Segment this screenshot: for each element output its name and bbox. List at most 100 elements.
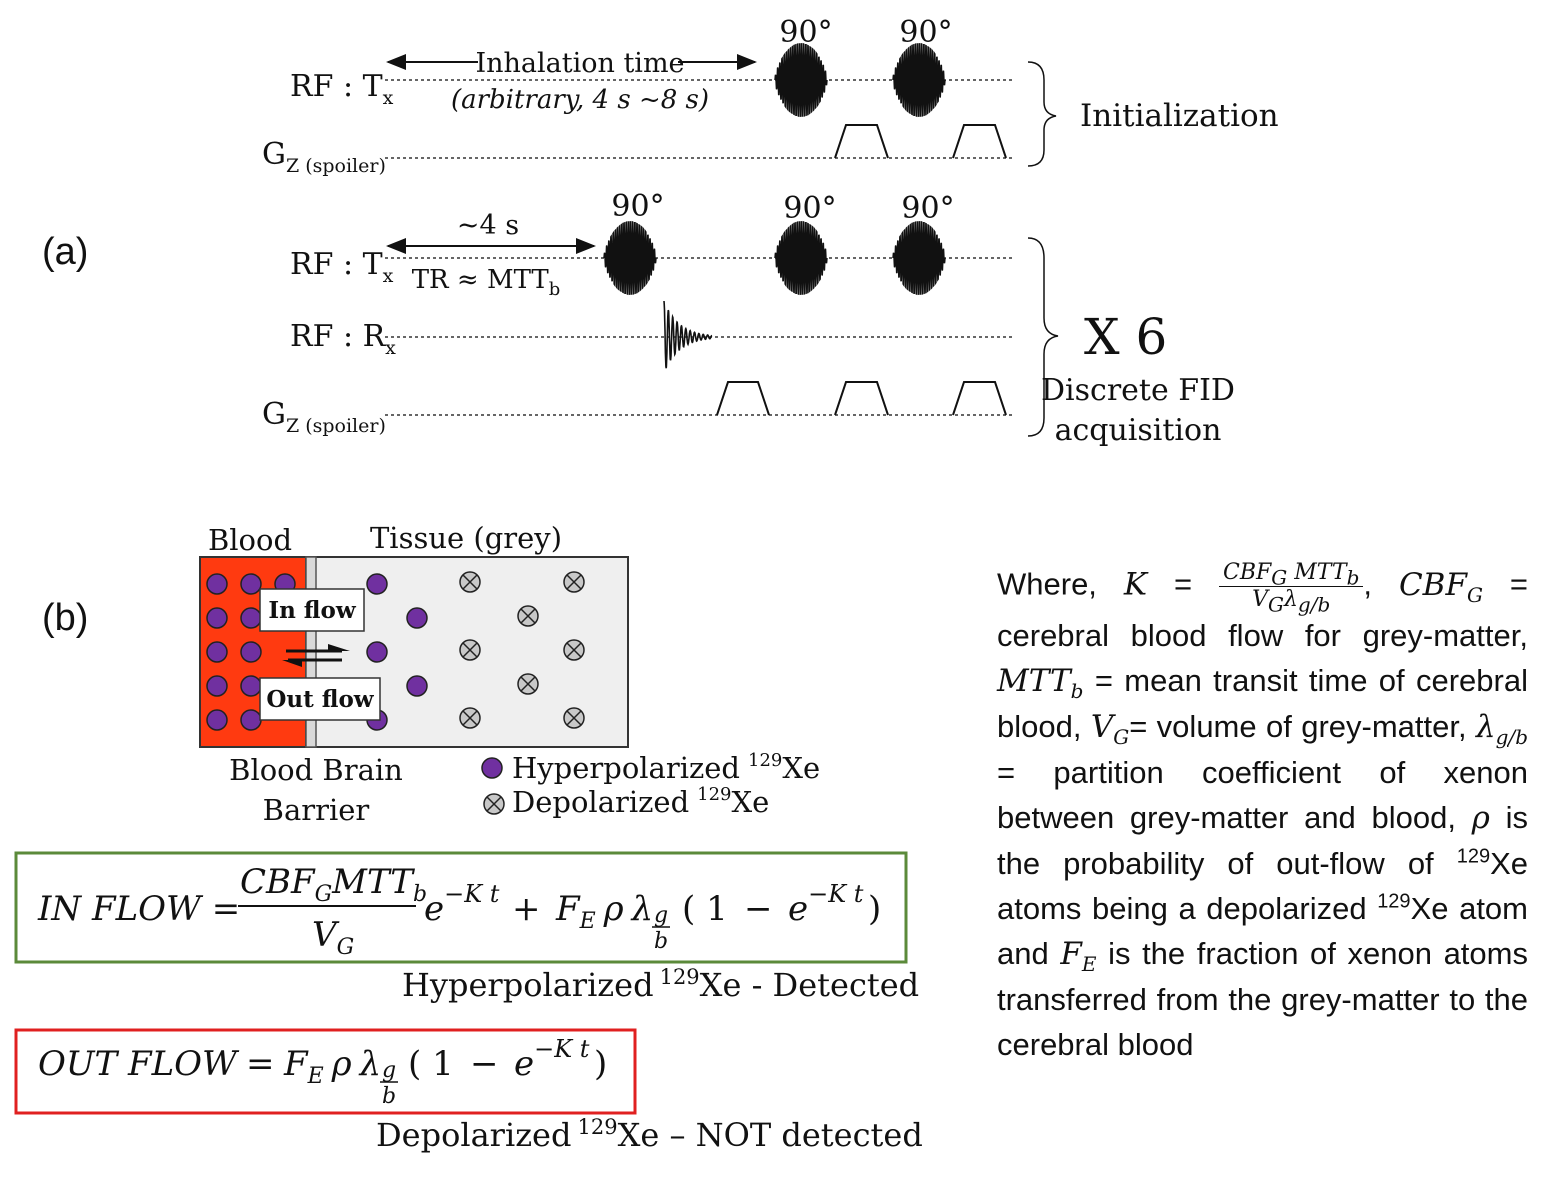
inflow-numerator: CBFGMTTb	[240, 862, 427, 907]
exchange-arrows	[282, 644, 350, 667]
init-rf-pulse-1	[774, 42, 828, 118]
xenon-particles	[206, 571, 585, 731]
init-brace	[1027, 61, 1057, 167]
depolarized-xe-dot	[563, 571, 585, 593]
init-rf-pulse-2	[892, 42, 946, 118]
desc-t2: = mean transit time of cerebral blood,	[997, 663, 1528, 744]
desc-sup1: 129	[1456, 845, 1491, 868]
depolarized-xe-dot	[563, 707, 585, 729]
inflow-box	[259, 588, 365, 632]
outflow-paren-open: ( 1	[408, 1044, 454, 1084]
desc-t6: is the fraction of xenon atoms transferr…	[997, 936, 1528, 1062]
desc-lambda: λg/b	[1475, 709, 1528, 750]
outflow-equation-box	[14, 1028, 637, 1115]
init-pulse-2-angle: 90°	[899, 15, 952, 50]
tissue-label: Tissue (grey)	[370, 521, 562, 555]
acq-pulse-2-angle: 90°	[783, 191, 836, 226]
interval-label: ~4 s	[457, 210, 519, 241]
inflow-lambda-num: g	[654, 903, 668, 928]
hyperpolarized-xe-dot	[366, 641, 388, 663]
hyperpolarized-xe-dot	[206, 709, 228, 731]
depolarized-xe-dot	[517, 605, 539, 627]
hyperpolarized-xe-dot	[240, 709, 262, 731]
desc-t1: cerebral blood flow for grey-matter,	[997, 618, 1528, 653]
outflow-lambda-num: g	[382, 1058, 396, 1083]
init-rf-tx-label: RF : Tx	[290, 69, 394, 109]
acq-rf-pulse-1	[603, 220, 657, 296]
hyperpolarized-xe-dot	[206, 675, 228, 697]
desc-xe1: Xe atoms being a depolarized	[997, 846, 1528, 926]
init-spoiler-2	[952, 124, 1007, 159]
outflow-paren-close: )	[594, 1044, 607, 1084]
depolarized-xe-dot	[459, 639, 481, 661]
init-pulse-1-angle: 90°	[779, 15, 832, 50]
legend-depol-marker	[483, 793, 505, 815]
desc-t5: is the probability of out-flow of	[997, 800, 1528, 881]
inflow-exp-term-2: e−K t	[788, 880, 864, 929]
init-spoiler-1	[834, 124, 889, 159]
outflow-lhs: OUT FLOW	[38, 1044, 240, 1084]
legend-hyper-marker	[481, 757, 503, 779]
fid-label-2: acquisition	[1055, 413, 1222, 448]
depolarized-xe-dot	[563, 639, 585, 661]
outflow-lambda-den: b	[382, 1084, 396, 1109]
desc-sup2: 129	[1377, 890, 1411, 913]
panel-a-label: (a)	[42, 231, 88, 273]
hyperpolarized-xe-dot	[206, 641, 228, 663]
depolarized-xe-dot	[459, 571, 481, 593]
desc-where: Where,	[997, 566, 1097, 602]
outflow-box	[259, 677, 381, 721]
outflow-minus: −	[470, 1044, 499, 1084]
inflow-paren-close: )	[868, 889, 881, 929]
inhalation-label: Inhalation time	[475, 48, 684, 79]
repeat-label: X 6	[1084, 308, 1167, 366]
acq-rf-tx-label: RF : Tx	[290, 247, 394, 287]
tr-label: TR ≈ MTTb	[412, 265, 561, 300]
desc-t4: = partition coefficient of xenon between…	[997, 755, 1528, 835]
hyperpolarized-xe-dot	[206, 607, 228, 629]
bbb-label-2: Barrier	[263, 793, 370, 827]
outflow-label: Out flow	[266, 686, 374, 713]
blood-label: Blood	[208, 523, 292, 557]
outflow-exp-term: e−K t	[514, 1035, 590, 1084]
desc-t3: = volume of grey-matter,	[1129, 709, 1467, 744]
acq-rf-rx-label: RF : Rx	[290, 319, 396, 359]
inflow-paren-open: ( 1	[682, 889, 728, 929]
outflow-eq: =	[246, 1044, 275, 1084]
acq-rf-pulse-2	[774, 220, 828, 296]
bbb-label-1: Blood Brain	[229, 753, 403, 787]
acq-pulse-3-angle: 90°	[901, 191, 954, 226]
inflow-label: In flow	[268, 597, 357, 624]
acq-spoiler-1	[716, 381, 770, 416]
fid-label-1: Discrete FID	[1041, 373, 1235, 408]
hyperpolarized-xe-dot	[366, 573, 388, 595]
fid-signal	[663, 300, 713, 369]
desc-mtt: MTTb	[997, 663, 1084, 704]
inflow-minus: −	[744, 889, 773, 929]
acq-gz-label: GZ (spoiler)	[262, 397, 386, 437]
desc-xe2: Xe atom and	[997, 891, 1528, 971]
hyperpolarized-xe-dot	[240, 641, 262, 663]
init-brace-label: Initialization	[1080, 98, 1279, 134]
inflow-denominator: VG	[312, 915, 354, 960]
hyperpolarized-xe-dot	[240, 675, 262, 697]
inflow-equation-box	[14, 851, 908, 964]
desc-eq: =	[1173, 566, 1193, 602]
desc-rho: ρ	[1471, 800, 1490, 836]
inflow-lambda-den: b	[654, 929, 668, 954]
desc-vg: VG	[1090, 709, 1130, 750]
panel-b-label: (b)	[42, 597, 88, 639]
acq-pulse-1-angle: 90°	[611, 189, 664, 224]
depolarized-xe-dot	[459, 707, 481, 729]
hyperpolarized-xe-dot	[206, 573, 228, 595]
